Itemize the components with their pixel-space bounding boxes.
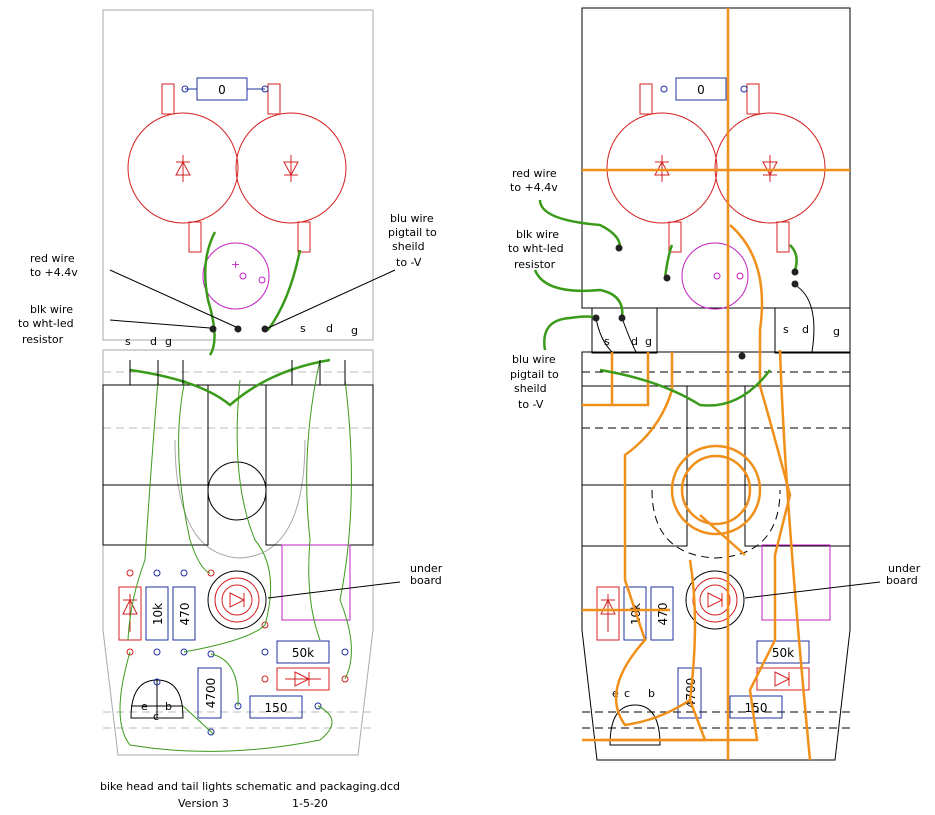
left-components: 10k 470 4700 50k 150 e c b — [118, 544, 351, 736]
right-resistor-0-value: 0 — [697, 83, 705, 97]
label-board: board — [410, 574, 442, 587]
right-label-red-wire: red wire — [512, 167, 557, 180]
transistor-c-label: c — [153, 710, 159, 723]
label-blu-sheild: sheild — [392, 240, 425, 253]
right-label-blu-wire: blu wire — [512, 353, 556, 366]
right-label-red-wire-dest: to +4.4v — [510, 181, 558, 194]
label-blu-negv: to -V — [396, 256, 422, 269]
left-g-label: g — [165, 335, 172, 348]
right-d-label: d — [802, 323, 809, 336]
right-label-board: board — [886, 574, 918, 587]
right-label-blk-wire-dest2: resistor — [514, 258, 556, 271]
left-wires — [119, 231, 352, 752]
left-led-heads: 0 + — [127, 77, 347, 310]
drawing-date: 1-5-20 — [292, 797, 328, 810]
right-label-blu-pigtail: pigtail to — [510, 368, 559, 381]
drawing-title: bike head and tail lights schematic and … — [100, 780, 400, 793]
right-d2-label: d — [631, 335, 638, 348]
resistor-10k-value: 10k — [151, 603, 165, 625]
transistor-e-label: e — [141, 700, 148, 713]
label-blk-wire: blk wire — [30, 303, 73, 316]
label-blk-wire-dest2: resistor — [22, 333, 64, 346]
right-label-blk-wire: blk wire — [516, 228, 559, 241]
resistor-4700-value: 4700 — [204, 678, 218, 709]
right-resistor-470-value: 470 — [656, 603, 670, 626]
left-g2-label: g — [351, 324, 358, 337]
label-red-wire-dest: to +4.4v — [30, 266, 78, 279]
right-led-heads: 0 — [606, 77, 826, 310]
plus-label: + — [231, 258, 240, 271]
right-label-blu-sheild: sheild — [514, 382, 547, 395]
left-s-label: s — [125, 335, 131, 348]
right-label-blu-negv: to -V — [518, 398, 544, 411]
left-enclosure-outline — [102, 384, 374, 546]
drawing-version: Version 3 — [178, 797, 229, 810]
title-block: bike head and tail lights schematic and … — [100, 780, 400, 810]
label-blk-wire-dest: to wht-led — [18, 317, 74, 330]
right-transistor-c-label: c — [624, 687, 630, 700]
label-under: under — [410, 562, 443, 575]
right-s2-label: s — [604, 335, 610, 348]
right-label-blk-wire-dest: to wht-led — [508, 242, 564, 255]
right-s-label: s — [783, 323, 789, 336]
right-g2-label: g — [645, 335, 652, 348]
right-enclosure — [581, 7, 851, 761]
right-resistor-150-value: 150 — [745, 701, 768, 715]
label-blu-wire: blu wire — [390, 212, 434, 225]
resistor-470-value: 470 — [178, 603, 192, 626]
right-g-label: g — [833, 325, 840, 338]
left-d-label: d — [150, 335, 157, 348]
right-components: 10k 470 4700 50k 150 e c b — [596, 544, 831, 746]
right-resistor-50k-value: 50k — [772, 646, 794, 660]
resistor-150-value: 150 — [265, 701, 288, 715]
resistor-0-value: 0 — [218, 83, 226, 97]
left-labels: s d g s d g red wire to +4.4v blk wire t… — [18, 212, 443, 587]
left-wire-pins — [109, 269, 401, 599]
right-outline-orange — [582, 8, 850, 761]
left-perfboard — [102, 9, 374, 756]
resistor-50k-value: 50k — [292, 646, 314, 660]
right-labels: s d g s d g red wire to +4.4v blk wire t… — [508, 167, 921, 587]
right-label-under: under — [888, 562, 921, 575]
transistor-b-label: b — [165, 700, 172, 713]
left-s2-label: s — [300, 322, 306, 335]
right-transistor-b-label: b — [648, 687, 655, 700]
left-d2-label: d — [326, 322, 333, 335]
right-wires — [533, 199, 881, 599]
label-red-wire: red wire — [30, 252, 75, 265]
label-blu-pigtail: pigtail to — [388, 226, 437, 239]
